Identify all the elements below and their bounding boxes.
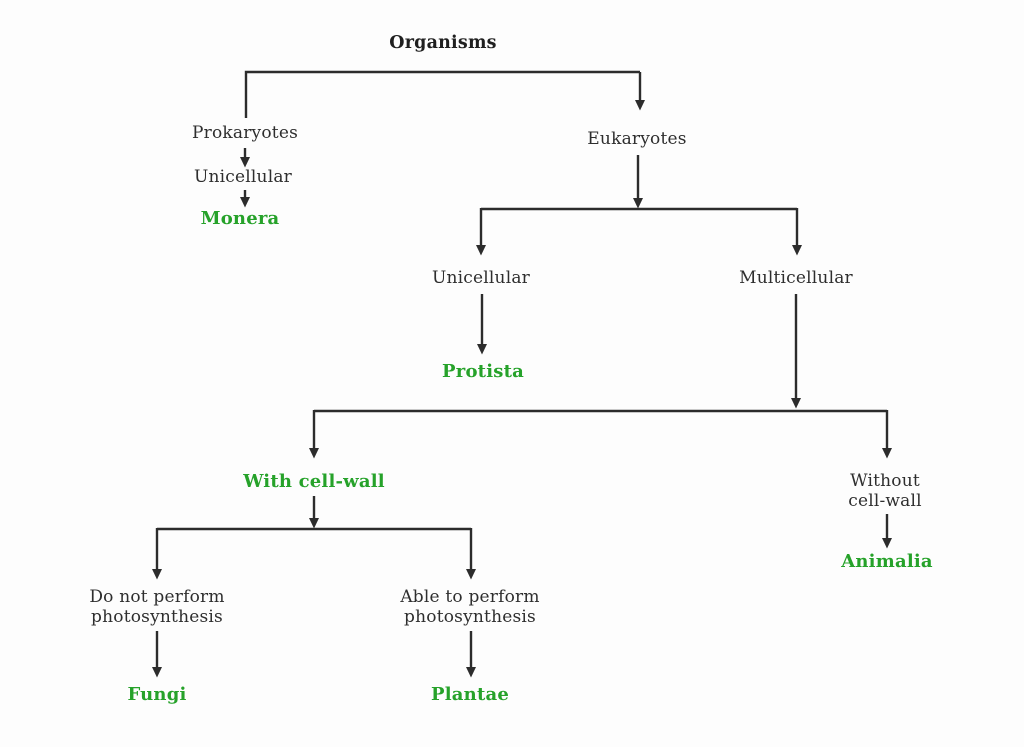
node-without-cell-wall: Without cell-wall — [848, 471, 922, 512]
node-animalia: Animalia — [841, 551, 933, 572]
node-no-photosynthesis: Do not perform photosynthesis — [89, 587, 225, 628]
node-prokaryotes-unicellular: Unicellular — [193, 167, 293, 187]
node-eukaryotes-unicellular: Unicellular — [431, 268, 531, 288]
node-with-cell-wall: With cell-wall — [243, 471, 385, 492]
node-organisms: Organisms — [389, 33, 497, 53]
connector-organisms-split — [244, 70, 640, 118]
node-fungi: Fungi — [127, 684, 187, 705]
node-multicellular: Multicellular — [739, 268, 853, 288]
node-prokaryotes: Prokaryotes — [191, 123, 299, 143]
node-protista: Protista — [442, 361, 524, 382]
node-monera: Monera — [200, 208, 280, 229]
node-plantae: Plantae — [431, 684, 509, 705]
node-eukaryotes: Eukaryotes — [587, 129, 687, 149]
node-able-photosynthesis: Able to perform photosynthesis — [400, 587, 540, 628]
